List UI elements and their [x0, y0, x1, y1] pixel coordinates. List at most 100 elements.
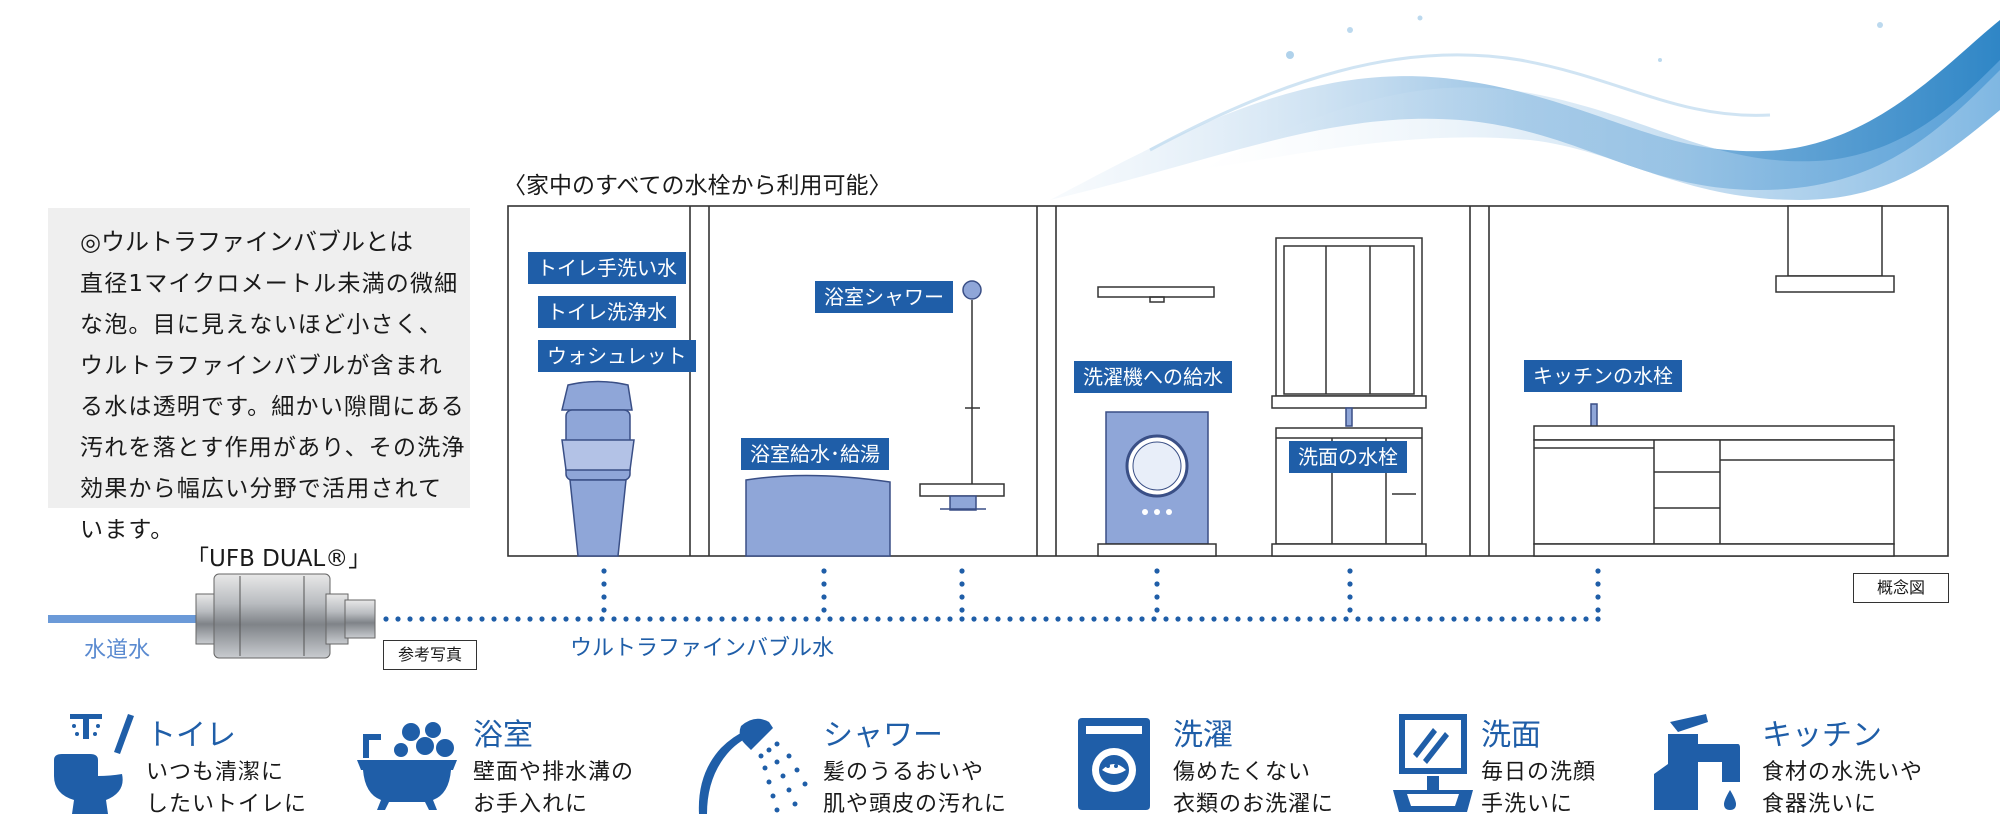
pipe-dot — [1559, 616, 1565, 622]
category-title: トイレ — [146, 718, 236, 753]
pipe-dot — [1031, 616, 1037, 622]
branch-dot — [1595, 581, 1601, 587]
pipe-dot — [1427, 616, 1433, 622]
pipe-dot — [1499, 616, 1505, 622]
branch-dot — [1154, 568, 1160, 574]
branch-dot — [601, 568, 607, 574]
pipe-dot — [1127, 616, 1133, 622]
pipe-dot — [491, 616, 497, 622]
pipe-dot — [1595, 616, 1601, 622]
pipe-dot — [563, 616, 569, 622]
pipe-dot — [515, 616, 521, 622]
pipe-dot — [827, 616, 833, 622]
category-desc-line: いつも清潔に — [146, 760, 285, 785]
category-desc-line: したいトイレに — [146, 792, 308, 817]
category-title: キッチン — [1762, 718, 1882, 753]
water-splash-image — [1050, 15, 2000, 200]
pipe-dot — [1079, 616, 1085, 622]
pipe-dot — [1415, 616, 1421, 622]
vanity-fixture — [1271, 237, 1427, 557]
pipe-dot — [1259, 616, 1265, 622]
pipe-dot — [467, 616, 473, 622]
house-frame — [507, 205, 1949, 557]
branch-dot — [821, 594, 827, 600]
pipe-dot — [935, 616, 941, 622]
branch-dot — [821, 581, 827, 587]
pipe-dot — [923, 616, 929, 622]
pipe-dot — [623, 616, 629, 622]
tag-washer-supply: 洗濯機への給水 — [1074, 361, 1232, 393]
pipe-dot — [599, 616, 605, 622]
pipe-dot — [503, 616, 509, 622]
pipe-dot — [1391, 616, 1397, 622]
branch-dot — [1154, 581, 1160, 587]
pipe-dot — [1511, 616, 1517, 622]
category-desc: 食材の水洗いや 食器洗いに — [1762, 757, 1923, 821]
pipe-dot — [383, 616, 389, 622]
category-desc-line: 髪のうるおいや — [823, 760, 985, 785]
pipe-dot — [779, 616, 785, 622]
pipe-dot — [767, 616, 773, 622]
faucet-icon — [1654, 714, 1740, 810]
pipe-dot — [479, 616, 485, 622]
pipe-dot — [743, 616, 749, 622]
pipe-dot — [983, 616, 989, 622]
pipe-dot — [1403, 616, 1409, 622]
category-title: 洗濯 — [1173, 718, 1233, 753]
branch-dot — [1347, 607, 1353, 613]
pipe-dot — [407, 616, 413, 622]
pipe-dot — [1043, 616, 1049, 622]
pipe-dot — [659, 616, 665, 622]
pipe-dot — [1091, 616, 1097, 622]
pipe-dot — [1283, 616, 1289, 622]
category-desc-line: お手入れに — [473, 792, 589, 817]
kitchen-fixture — [1533, 205, 1895, 557]
category-desc-line: 衣類のお洗濯に — [1173, 792, 1335, 817]
pipe-dot — [527, 616, 533, 622]
pipe-dot — [851, 616, 857, 622]
shower-fixture — [919, 280, 1005, 511]
bathtub-icon — [357, 722, 457, 810]
category-title: 浴室 — [473, 718, 533, 753]
category-desc-line: 毎日の洗顔 — [1481, 760, 1597, 785]
pipe-dot — [1055, 616, 1061, 622]
branch-dot — [1595, 607, 1601, 613]
category-desc-line: 食器洗いに — [1762, 792, 1878, 817]
pipe-dot — [683, 616, 689, 622]
pipe-dot — [1199, 616, 1205, 622]
product-label: 「UFB DUAL®」 — [186, 546, 372, 572]
house-caption: 〈家中のすべての水栓から利用可能〉 — [503, 173, 892, 199]
pipe-dot — [1247, 616, 1253, 622]
tap-water-label: 水道水 — [84, 638, 151, 663]
category-desc: 壁面や排水溝の お手入れに — [473, 757, 634, 821]
pipe-dot — [455, 616, 461, 622]
pipe-dot — [791, 616, 797, 622]
pipe-dot — [611, 616, 617, 622]
pipe-dot — [1067, 616, 1073, 622]
pipe-dot — [1019, 616, 1025, 622]
pipe-dot — [443, 616, 449, 622]
ufb-device-image — [195, 573, 376, 659]
pipe-dot — [539, 616, 545, 622]
category-desc-line: 手洗いに — [1481, 792, 1574, 817]
pipe-dot — [1271, 616, 1277, 622]
tag-washbasin: 洗面の水栓 — [1289, 441, 1407, 473]
pipe-dot — [1571, 616, 1577, 622]
pipe-dot — [1535, 616, 1541, 622]
pipe-dot — [1319, 616, 1325, 622]
pipe-dot — [1463, 616, 1469, 622]
pipe-dot — [1583, 616, 1589, 622]
tag-washlet: ウォシュレット — [538, 340, 696, 372]
pipe-dot — [1211, 616, 1217, 622]
category-desc: 髪のうるおいや 肌や頭皮の汚れに — [823, 757, 1007, 821]
ufb-water-label: ウルトラファインバブル水 — [570, 636, 835, 661]
category-title: シャワー — [823, 718, 943, 753]
pipe-dot — [431, 616, 437, 622]
pipe-dot — [1103, 616, 1109, 622]
category-desc-line: 傷めたくない — [1173, 760, 1312, 785]
pipe-dot — [395, 616, 401, 622]
pipe-dot — [959, 616, 965, 622]
pipe-dot — [551, 616, 557, 622]
branch-dot — [1595, 594, 1601, 600]
